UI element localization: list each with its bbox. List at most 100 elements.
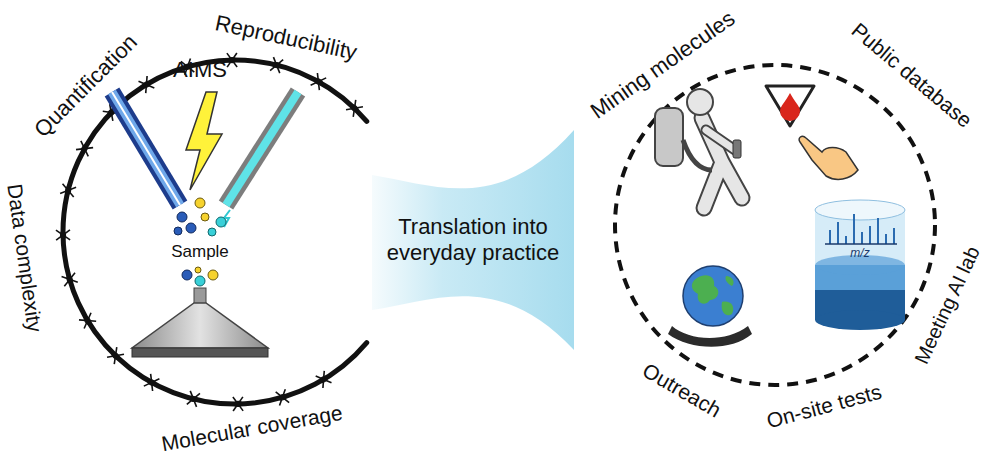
band-fill bbox=[372, 130, 574, 350]
mass-spec-inlet bbox=[132, 348, 268, 357]
ion-droplets bbox=[195, 267, 201, 273]
wire-barb bbox=[233, 397, 243, 411]
right-capillary bbox=[224, 92, 298, 227]
spectrum-bar bbox=[877, 218, 879, 244]
spectrum-bar bbox=[893, 228, 895, 244]
wire-barb bbox=[270, 57, 283, 73]
astronaut-icon bbox=[683, 140, 712, 170]
wire-barb bbox=[316, 371, 332, 388]
spectrum-bar bbox=[885, 234, 887, 244]
barb-spike bbox=[227, 53, 237, 67]
right-capillary bbox=[226, 92, 298, 205]
lightning-bolt bbox=[186, 92, 222, 190]
barb-spike bbox=[62, 273, 78, 286]
wire-barb bbox=[311, 73, 327, 90]
wire-arc bbox=[63, 60, 367, 404]
wire-barb bbox=[56, 230, 70, 240]
barb-spike bbox=[187, 391, 200, 407]
database-cylinder bbox=[815, 200, 905, 330]
translation-band: Translation into everyday practice bbox=[372, 130, 574, 350]
barb-spike bbox=[276, 389, 289, 405]
spectrum-bar bbox=[853, 214, 855, 244]
wire-barb bbox=[79, 313, 96, 329]
ion-droplets bbox=[186, 223, 196, 233]
dashed-circle bbox=[615, 65, 935, 385]
globe-icon bbox=[683, 266, 743, 326]
application-label: Meeting AI lab bbox=[910, 243, 984, 367]
spectrum-bar bbox=[861, 232, 863, 244]
blood-test-icon bbox=[766, 86, 814, 126]
barb-twist bbox=[350, 104, 359, 113]
barb-spike bbox=[76, 141, 93, 157]
barb-spike bbox=[233, 397, 243, 411]
database-cylinder bbox=[825, 243, 897, 245]
barb-twist bbox=[142, 80, 151, 88]
band-label: Translation into everyday practice bbox=[378, 214, 568, 267]
barb-spike bbox=[311, 73, 327, 90]
application-label: Public database bbox=[847, 18, 976, 132]
barb-spike bbox=[276, 389, 289, 405]
wire-barb bbox=[76, 141, 93, 157]
barb-twist bbox=[60, 231, 65, 239]
spectrum-bars bbox=[830, 214, 894, 244]
barb-spike bbox=[56, 230, 70, 240]
left-capillary bbox=[112, 92, 180, 205]
astronaut-icon bbox=[702, 118, 742, 208]
barb-spike bbox=[62, 273, 78, 286]
application-label: Mining molecules bbox=[586, 6, 739, 123]
application-label: Outreach bbox=[639, 358, 725, 421]
barb-twist bbox=[319, 375, 328, 383]
barb-twist bbox=[83, 316, 91, 325]
barb-spike bbox=[346, 100, 363, 117]
barb-spike bbox=[316, 371, 332, 388]
ion-droplets bbox=[195, 276, 205, 286]
mass-spec-inlet bbox=[132, 288, 268, 357]
wire-barb bbox=[107, 347, 124, 364]
barb-spike bbox=[144, 374, 160, 391]
astronaut-icon bbox=[687, 89, 713, 115]
blood-test-icon bbox=[766, 86, 858, 179]
ion-droplets bbox=[177, 212, 187, 222]
astronaut-icon bbox=[655, 108, 683, 166]
barb-spike bbox=[107, 347, 124, 364]
ion-droplets bbox=[208, 228, 216, 236]
sample-label: Sample bbox=[171, 243, 229, 262]
barb-spike bbox=[270, 57, 283, 73]
barb-twist bbox=[278, 394, 287, 401]
ion-droplets bbox=[174, 227, 182, 235]
wire-barb bbox=[276, 389, 289, 405]
ion-droplets bbox=[195, 198, 205, 208]
barb-twist bbox=[66, 275, 73, 284]
globe-icon bbox=[668, 326, 752, 347]
left-capillary bbox=[112, 92, 180, 205]
wire-barb bbox=[187, 391, 200, 407]
barbed-wire-arc bbox=[56, 53, 367, 411]
spectrum-bar bbox=[845, 236, 847, 244]
barb-spike bbox=[107, 347, 124, 364]
wire-barb bbox=[227, 53, 237, 67]
barb-twist bbox=[189, 395, 198, 402]
spectrum-bar bbox=[869, 226, 871, 244]
mass-spec-inlet bbox=[194, 288, 206, 304]
barb-twist bbox=[228, 57, 236, 62]
astronaut-icon bbox=[706, 130, 735, 150]
spectrum-bar bbox=[829, 230, 831, 244]
barb-twist bbox=[147, 378, 156, 386]
barb-twist bbox=[314, 77, 323, 85]
barb-spike bbox=[346, 100, 363, 117]
astronaut-icon bbox=[706, 130, 735, 150]
ion-droplets bbox=[182, 270, 192, 280]
blood-test-icon bbox=[780, 93, 800, 121]
barb-spike bbox=[139, 76, 155, 93]
wire-barb bbox=[139, 76, 155, 93]
left-capillary bbox=[112, 92, 180, 205]
barb-spike bbox=[76, 141, 93, 157]
astronaut-icon bbox=[702, 118, 742, 208]
wire-barb bbox=[346, 100, 363, 117]
axis-label: m/z bbox=[850, 247, 869, 260]
barb-spike bbox=[187, 391, 200, 407]
astronaut-icon bbox=[655, 89, 742, 208]
challenge-label: Molecular coverage bbox=[160, 401, 344, 456]
dashed-circle bbox=[615, 65, 935, 385]
